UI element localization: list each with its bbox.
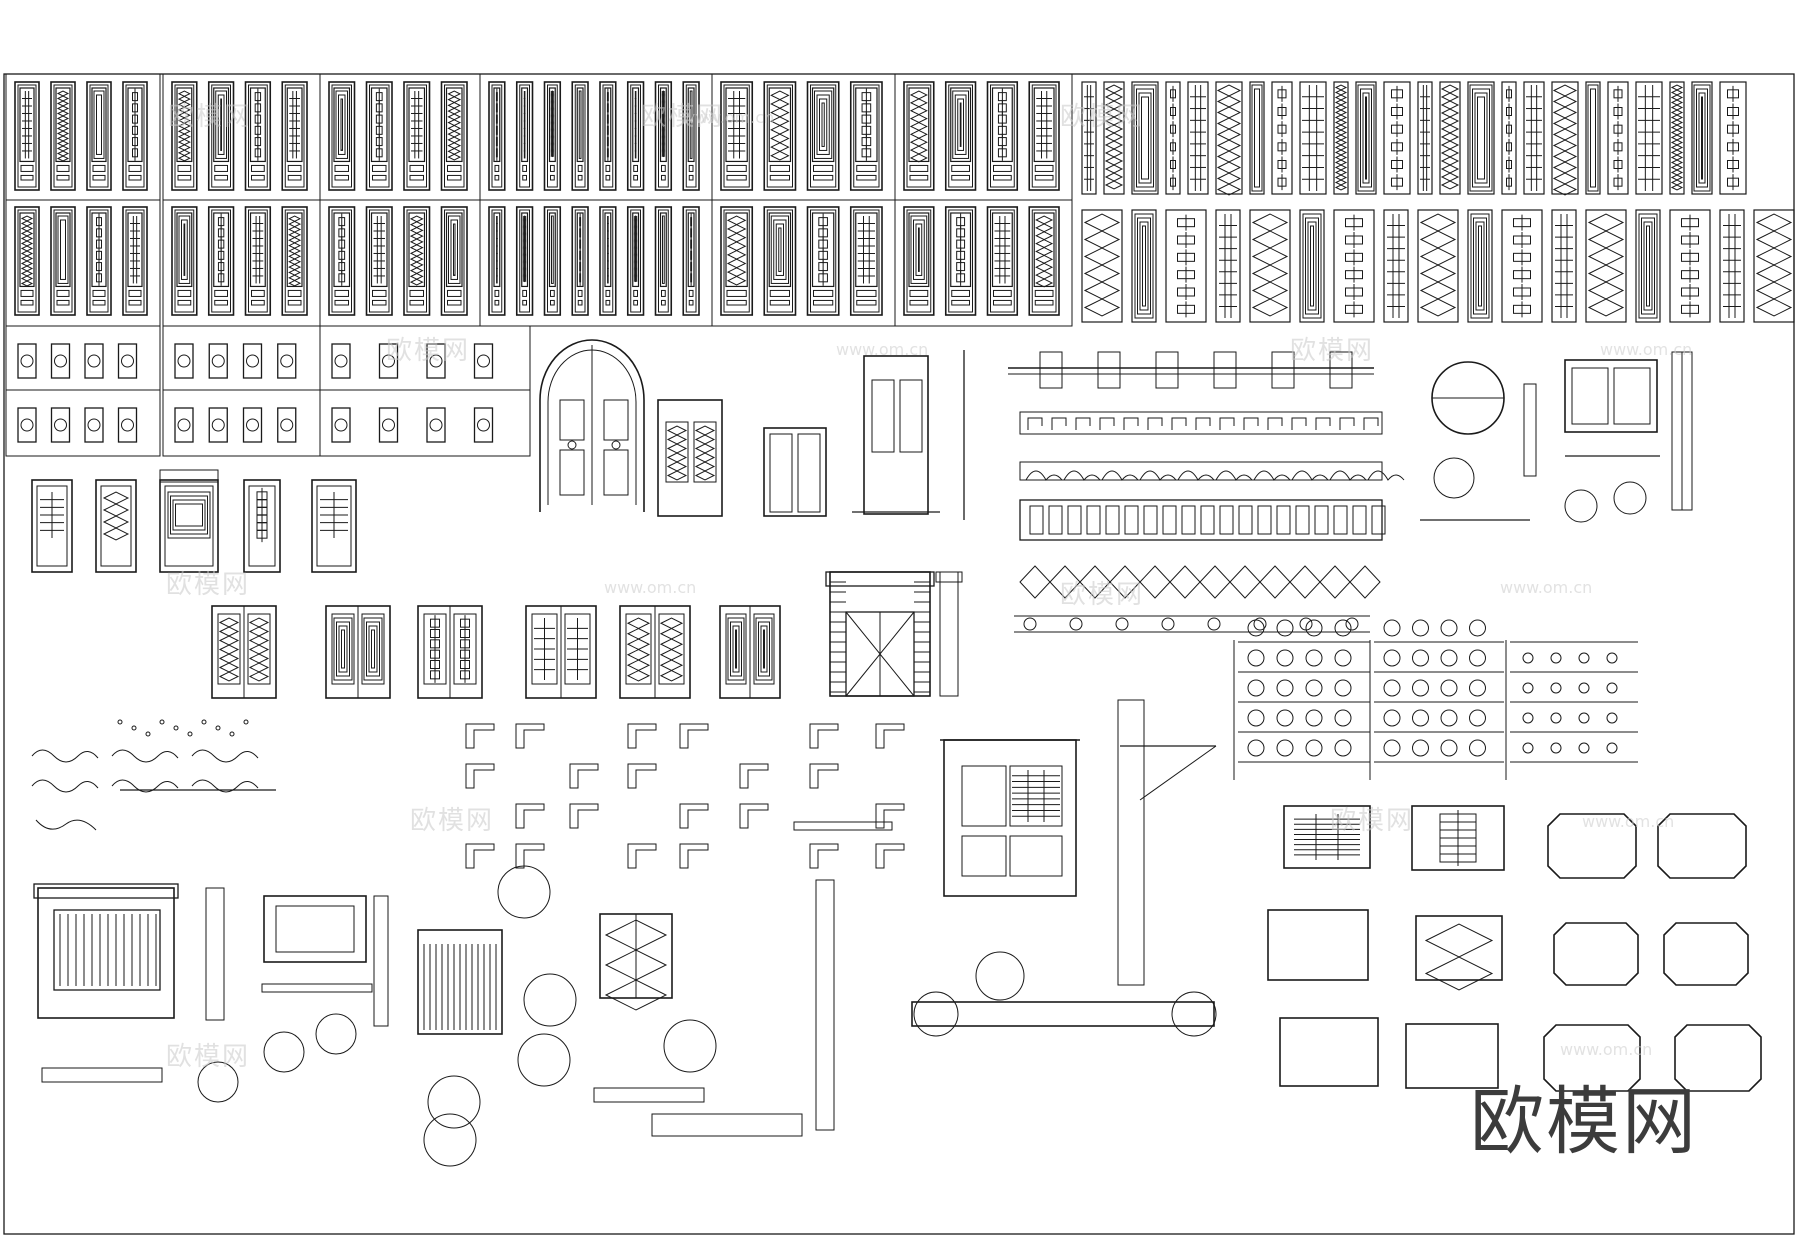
brick-gateway [825, 571, 963, 697]
arched-and-double-doors [539, 339, 965, 520]
lattice-screen-panels [1081, 81, 1795, 323]
brand-watermark: 欧模网 [1470, 1079, 1698, 1165]
watermark-logo: 欧模网 [166, 570, 251, 600]
watermark-url: www.om.cn [1582, 812, 1675, 831]
door-knockers-and-hardware [1233, 619, 1638, 780]
watermark-logo: 欧模网 [386, 336, 471, 366]
single-doors [31, 469, 357, 573]
double-doors [211, 605, 781, 699]
watermark-url: www.om.cn [1560, 1040, 1653, 1059]
watermark-logo: 欧模网 [166, 1042, 251, 1072]
lattice-border-strips [1008, 351, 1405, 633]
watermark-url: www.om.cn [836, 340, 929, 359]
watermark-url: www.om.cn [682, 108, 775, 127]
small-window-panels [5, 325, 531, 457]
watermark-logo: 欧模网 [640, 102, 725, 132]
corner-brackets [465, 723, 905, 869]
carved-door-panels [5, 73, 1073, 327]
watermark-logo: 欧模网 [1330, 806, 1415, 836]
octagonal-lattice-windows [1267, 805, 1762, 1092]
watermark-url: www.om.cn [1500, 578, 1593, 597]
watermark-logo: 欧模网 [1290, 336, 1375, 366]
watermark-url: www.om.cn [604, 578, 697, 597]
watermark-url: www.om.cn [1600, 340, 1693, 359]
watermark-logo: 欧模网 [1060, 102, 1145, 132]
watermark-logo: 欧模网 [1060, 580, 1145, 610]
ornament-scrolls [31, 719, 276, 831]
round-window-details [1420, 351, 1693, 523]
watermark-logo: 欧模网 [168, 102, 253, 132]
window-elevations-with-sections [33, 699, 1217, 1167]
watermark-logo: 欧模网 [410, 806, 495, 836]
